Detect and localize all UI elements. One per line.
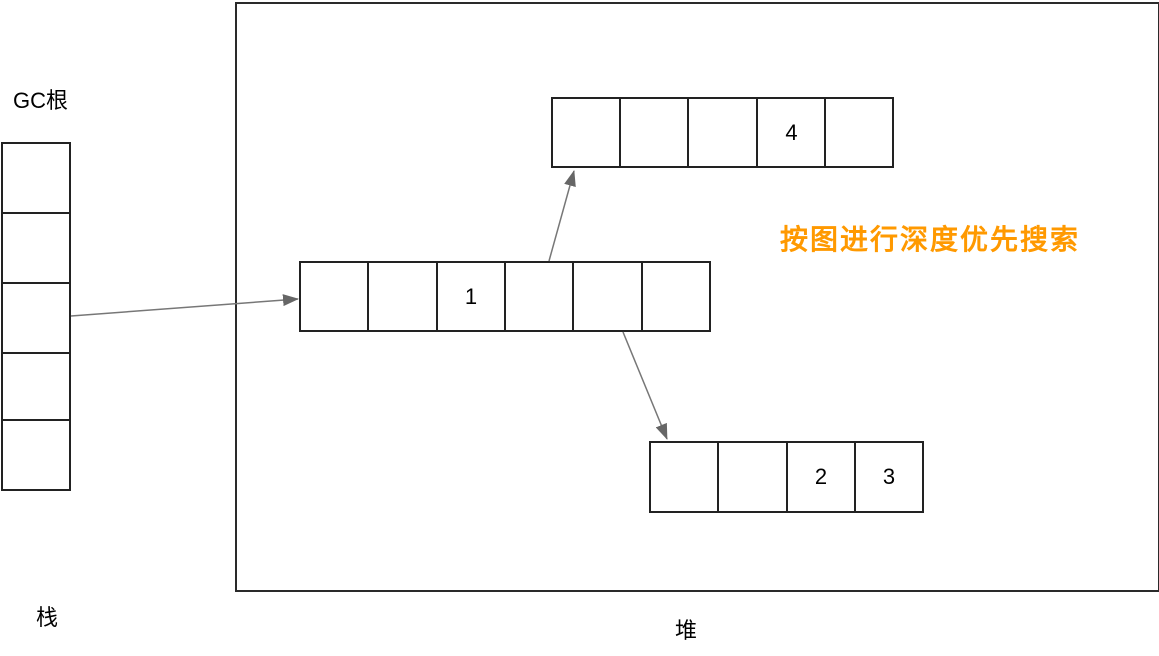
gc-root-label: GC根	[13, 88, 69, 113]
stack-cell	[1, 419, 71, 491]
object-cell	[649, 441, 720, 513]
stack-label: 栈	[36, 605, 59, 630]
object-cell: 2	[786, 441, 856, 513]
stack-cell	[1, 212, 71, 284]
heap-label: 堆	[675, 618, 698, 643]
stack-cell	[1, 352, 71, 422]
object-cell	[619, 97, 690, 168]
object-cell	[367, 261, 438, 332]
stack-cell	[1, 282, 71, 354]
object-cell	[641, 261, 711, 332]
object-cell: 1	[436, 261, 506, 332]
object-cell	[299, 261, 370, 332]
object-cell	[717, 441, 788, 513]
object-cell	[824, 97, 894, 168]
object-cell: 3	[854, 441, 924, 513]
stack-cell	[1, 142, 71, 214]
dfs-annotation: 按图进行深度优先搜索	[780, 223, 1081, 256]
object-cell: 4	[756, 97, 827, 168]
object-cell	[572, 261, 643, 332]
object-cell	[504, 261, 575, 332]
object-cell	[687, 97, 759, 168]
object-cell	[551, 97, 622, 168]
